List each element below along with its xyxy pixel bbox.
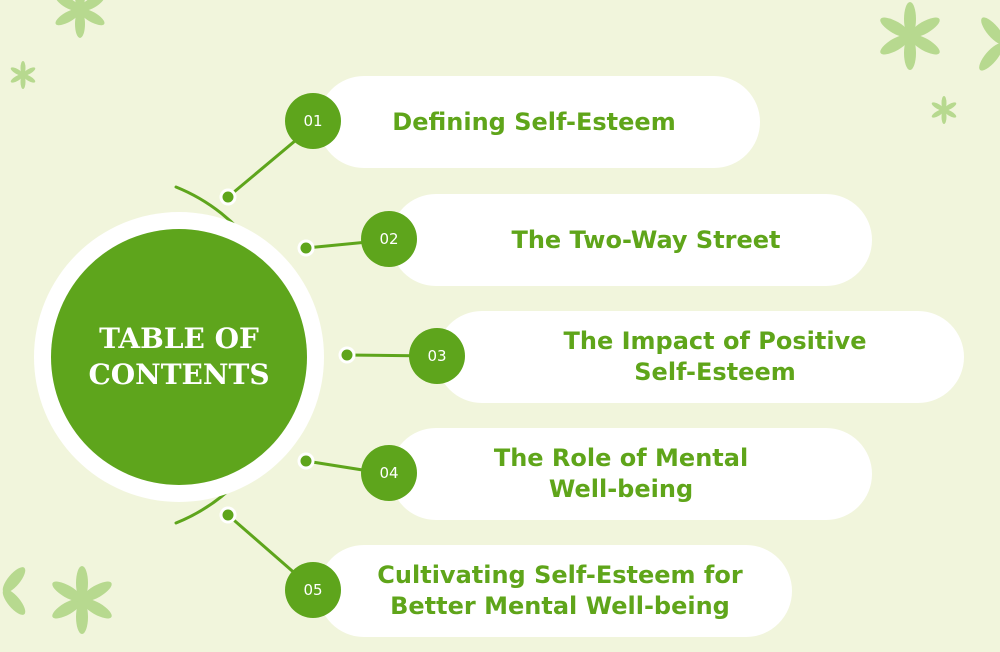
- toc-item-number-badge: 05: [285, 562, 341, 618]
- toc-hub: TABLE OF CONTENTS: [51, 229, 307, 485]
- toc-item-number-badge: 03: [409, 328, 465, 384]
- connector-dot-03: [338, 346, 356, 364]
- toc-item-label: The Two-Way Street: [511, 225, 781, 254]
- leaf-cluster-icon: [10, 61, 36, 89]
- toc-item-label: Cultivating Self-Esteem for Better Menta…: [377, 561, 743, 620]
- connector-dot-04: [297, 452, 315, 470]
- toc-item-label: The Role of Mental Well-being: [493, 444, 749, 503]
- toc-item-04[interactable]: The Role of Mental Well-being: [390, 428, 872, 520]
- connector-dot-05: [219, 506, 237, 524]
- toc-item-05[interactable]: Cultivating Self-Esteem for Better Menta…: [318, 545, 792, 637]
- page-title: TABLE OF CONTENTS: [79, 321, 279, 393]
- leaf-cluster-icon: [979, 17, 1000, 71]
- leaf-cluster-icon: [2, 567, 26, 615]
- toc-item-number-badge: 02: [361, 211, 417, 267]
- toc-item-number-badge: 04: [361, 445, 417, 501]
- toc-item-label: Defining Self-Esteem: [392, 107, 676, 136]
- leaf-cluster-icon: [880, 2, 940, 70]
- toc-item-03[interactable]: The Impact of Positive Self-Esteem: [436, 311, 964, 403]
- toc-item-02[interactable]: The Two-Way Street: [390, 194, 872, 286]
- toc-item-01[interactable]: Defining Self-Esteem: [318, 76, 760, 168]
- title-line-2: CONTENTS: [88, 358, 270, 391]
- leaf-cluster-icon: [931, 96, 957, 124]
- connector-dot-02: [297, 239, 315, 257]
- leaf-cluster-icon: [55, 0, 105, 38]
- title-line-1: TABLE OF: [99, 322, 259, 355]
- connector-dot-01: [219, 188, 237, 206]
- toc-item-label: The Impact of Positive Self-Esteem: [563, 327, 867, 386]
- toc-item-number-badge: 01: [285, 93, 341, 149]
- leaf-cluster-icon: [52, 566, 112, 634]
